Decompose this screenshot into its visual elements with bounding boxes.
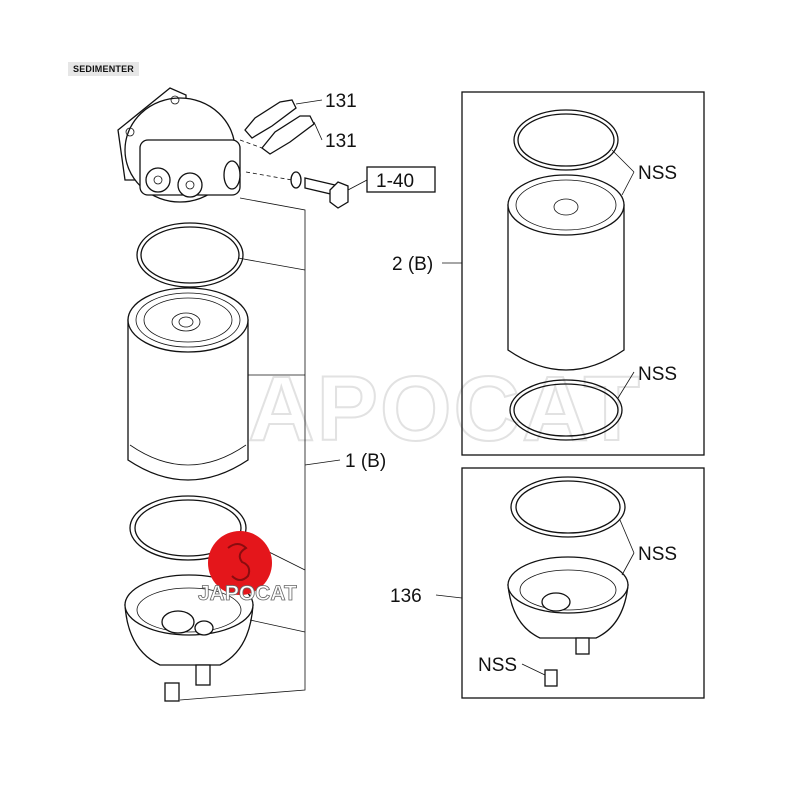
callout-nss-3: NSS [638, 544, 677, 565]
bolt-131-b [239, 115, 323, 155]
diagram-title: SEDIMENTER [68, 62, 140, 76]
bolt-131-a [244, 99, 323, 139]
sediment-bowl [124, 574, 254, 702]
callout-131-b: 131 [325, 131, 357, 152]
callout-136: 136 [390, 586, 422, 607]
watermark-text: JAPOCAT [195, 358, 642, 460]
ref-box [366, 166, 436, 193]
bowl-kit-leader [435, 594, 463, 599]
filter-cartridge-2 [507, 171, 635, 371]
logo-text: JAPOCAT [198, 582, 297, 605]
callout-2b: 2 (B) [392, 254, 433, 275]
o-ring-lower [129, 495, 247, 561]
callout-nss-2: NSS [638, 364, 677, 385]
callout-nss-4: NSS [478, 655, 517, 676]
japocat-logo: JAPOCAT [198, 531, 297, 605]
filter-cartridge [127, 287, 249, 481]
nss-o-ring-bowl [510, 476, 635, 554]
bowl-kit-box [461, 467, 705, 699]
callout-1b: 1 (B) [345, 451, 386, 472]
callout-nss-1: NSS [638, 163, 677, 184]
callout-1-40[interactable]: 1-40 [376, 171, 414, 192]
filter-head [117, 87, 241, 203]
nss-o-ring-top [513, 109, 635, 173]
bolt-1-40 [245, 171, 368, 209]
bowl-2 [507, 552, 635, 655]
nss-o-ring-bottom [509, 371, 635, 441]
callout-131-a: 131 [325, 91, 357, 112]
assembly-2-box [461, 91, 705, 456]
o-ring-upper [136, 222, 244, 288]
drain-plug [521, 663, 558, 687]
assembly-1-bracket [179, 197, 341, 701]
